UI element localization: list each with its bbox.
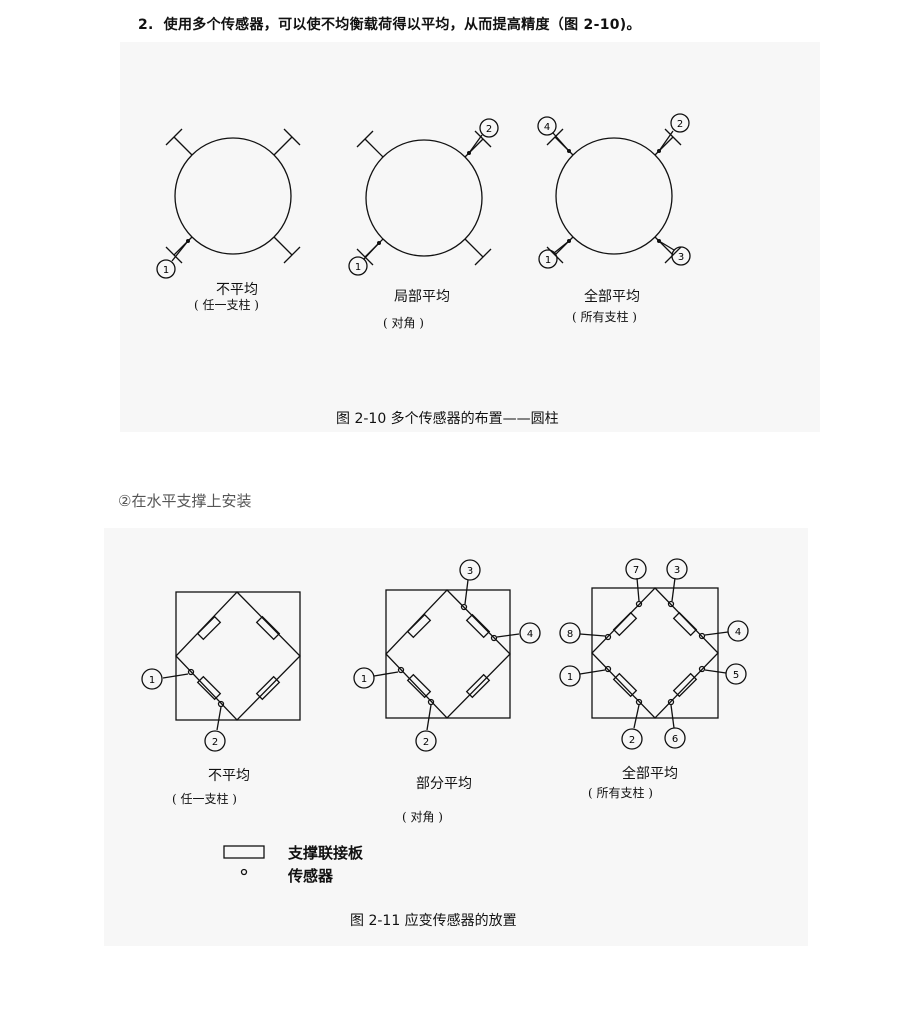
marker-label: 1: [149, 675, 155, 686]
panel-subtitle: ( 所有支柱 ): [572, 310, 637, 324]
marker-label: 1: [355, 262, 361, 273]
sensor-marker-1: 1: [348, 256, 368, 276]
cylinder-diagram: 1 1: [156, 113, 691, 279]
support-leg: [356, 130, 384, 158]
marker-label: 6: [672, 734, 678, 745]
sensor-marker-3: 3: [671, 246, 691, 266]
support-leg: [165, 128, 193, 156]
sensor-marker-3: 3: [666, 558, 688, 580]
panel-title: 局部平均: [394, 289, 450, 305]
legend-plate-label: 支撑联接板: [288, 844, 364, 862]
sensor-marker-2: 2: [415, 730, 437, 752]
intro-paragraph: 2. 使用多个传感器，可以使不均衡载荷得以平均，从而提高精度（图 2-10)。: [138, 14, 641, 34]
panel-subtitle: ( 任一支柱 ): [172, 792, 237, 806]
cylinder-2: 1 2: [348, 118, 499, 276]
marker-label: 4: [544, 122, 550, 133]
marker-label: 1: [361, 674, 367, 685]
intro-text: 使用多个传感器，可以使不均衡载荷得以平均，从而提高精度（图 2-10)。: [163, 17, 641, 33]
marker-label: 2: [486, 124, 492, 135]
support-frame-3: 7 3 8 4: [559, 558, 749, 750]
panel-title: 全部平均: [584, 289, 640, 305]
legend-sensor-label: 传感器: [288, 867, 334, 885]
sensor-marker-5: 5: [725, 663, 747, 685]
figure-caption: 图 2-11 应变传感器的放置: [350, 913, 517, 929]
sensor-marker-4: 4: [727, 620, 749, 642]
marker-label: 2: [423, 737, 429, 748]
panel-title: 部分平均: [416, 776, 472, 792]
sensor-marker-4: 4: [537, 116, 557, 136]
figure-2-10: 1 1: [120, 42, 820, 432]
support-leg: [464, 238, 492, 266]
marker-label: 8: [567, 629, 573, 640]
marker-label: 7: [633, 565, 639, 576]
sensor-marker-1: 1: [156, 259, 176, 279]
sensor-marker-7: 7: [625, 558, 647, 580]
panel-subtitle: ( 对角 ): [383, 316, 424, 330]
support-frame-1: 1 2: [141, 591, 301, 752]
support-leg: [273, 236, 301, 264]
section-heading: ②在水平支撑上安装: [118, 492, 252, 510]
marker-label: 1: [545, 255, 551, 266]
marker-label: 2: [677, 119, 683, 130]
legend-sensor-symbol: [240, 868, 248, 876]
sensor-marker-2: 2: [621, 728, 643, 750]
item-number: 2.: [138, 17, 154, 33]
marker-label: 3: [678, 252, 684, 263]
marker-label: 4: [735, 627, 741, 638]
panel-title: 不平均: [216, 282, 258, 298]
marker-label: 3: [467, 566, 473, 577]
marker-label: 1: [567, 672, 573, 683]
sensor-marker-1: 1: [559, 665, 581, 687]
figure-caption: 图 2-10 多个传感器的布置——圆柱: [336, 411, 559, 427]
cylinder-1: 1: [156, 128, 301, 279]
panel-subtitle: ( 对角 ): [402, 810, 443, 824]
sensor-marker-4: 4: [519, 622, 541, 644]
figure-2-11: 1 2 1 2: [104, 528, 808, 946]
sensor-marker-8: 8: [559, 622, 581, 644]
legend-plate-symbol: [223, 845, 265, 859]
sensor-marker-1: 1: [141, 668, 163, 690]
sensor-marker-2: 2: [670, 113, 690, 133]
support-leg: [273, 128, 301, 156]
support-frame-2: 1 2 3 4: [353, 559, 541, 752]
sensor-marker-2: 2: [479, 118, 499, 138]
sensor-marker-1: 1: [353, 667, 375, 689]
panel-subtitle: ( 任一支柱 ): [194, 298, 259, 312]
sensor-marker-2: 2: [204, 730, 226, 752]
support-diagram: 1 2 1 2: [141, 558, 749, 876]
cylinder-3: 4 2 1 3: [537, 113, 691, 269]
marker-label: 4: [527, 629, 533, 640]
sensor-marker-6: 6: [664, 727, 686, 749]
panel-title: 不平均: [208, 768, 250, 784]
sensor-marker-1: 1: [538, 249, 558, 269]
marker-label: 1: [163, 265, 169, 276]
panel-subtitle: ( 所有支柱 ): [588, 786, 653, 800]
sensor-marker-3: 3: [459, 559, 481, 581]
marker-label: 5: [733, 670, 739, 681]
marker-label: 2: [629, 735, 635, 746]
marker-label: 3: [674, 565, 680, 576]
panel-title: 全部平均: [622, 766, 678, 782]
marker-label: 2: [212, 737, 218, 748]
